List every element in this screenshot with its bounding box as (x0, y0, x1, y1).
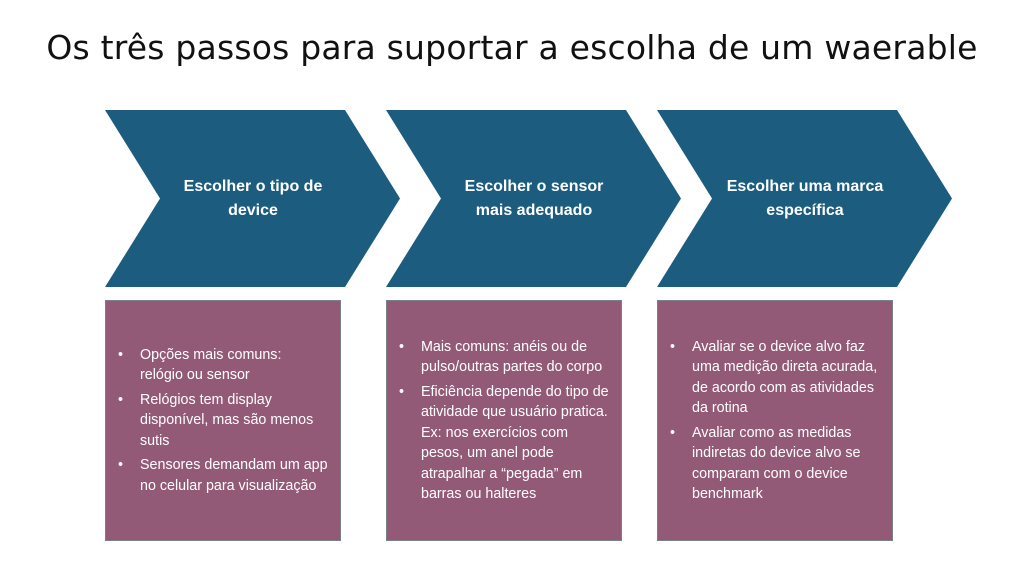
bullet-item: •Avaliar se o device alvo faz uma mediçã… (670, 338, 878, 417)
chevron-shape (105, 110, 400, 287)
step-3-chevron: Escolher uma marca específica (657, 110, 953, 287)
step-2-chevron: Escolher o sensor mais adequado (386, 110, 682, 287)
step-1-details: •Opções mais comuns: relógio ou sensor •… (105, 300, 341, 541)
bullet-item: •Avaliar como as medidas indiretas do de… (670, 424, 861, 503)
bullet-text: Sensores demandam um app no celular para… (140, 457, 328, 494)
bullet-item: •Opções mais comuns: relógio ou sensor (118, 346, 282, 384)
bullet-text: Eficiência depende do tipo de atividade … (421, 383, 609, 503)
bullet-text: Opções mais comuns: relógio ou sensor (140, 346, 282, 384)
step-2-label: Escolher o sensor mais adequado (464, 177, 604, 219)
step-3-label: Escolher uma marca específica (726, 177, 884, 219)
bullet-text: Avaliar como as medidas indiretas do dev… (692, 424, 861, 503)
step-1-chevron: Escolher o tipo de device (105, 110, 401, 287)
bullet-text: Avaliar se o device alvo faz uma medição… (692, 338, 878, 417)
step-3-details: •Avaliar se o device alvo faz uma mediçã… (657, 300, 893, 541)
chevron-shape (657, 110, 952, 287)
step-1-label: Escolher o tipo de device (183, 177, 323, 219)
step-2-details: •Mais comuns: anéis ou de pulso/outras p… (386, 300, 622, 541)
bullet-item: •Sensores demandam um app no celular par… (118, 457, 328, 494)
bullet-text: Relógios tem display disponível, mas são… (140, 391, 314, 449)
bullet-item: •Mais comuns: anéis ou de pulso/outras p… (399, 338, 603, 376)
chevron-shape (386, 110, 681, 287)
bullet-item: •Relógios tem display disponível, mas sã… (118, 391, 314, 449)
bullet-item: •Eficiência depende do tipo de atividade… (399, 383, 609, 503)
bullet-text: Mais comuns: anéis ou de pulso/outras pa… (421, 338, 603, 376)
slide-title: Os três passos para suportar a escolha d… (46, 28, 978, 67)
